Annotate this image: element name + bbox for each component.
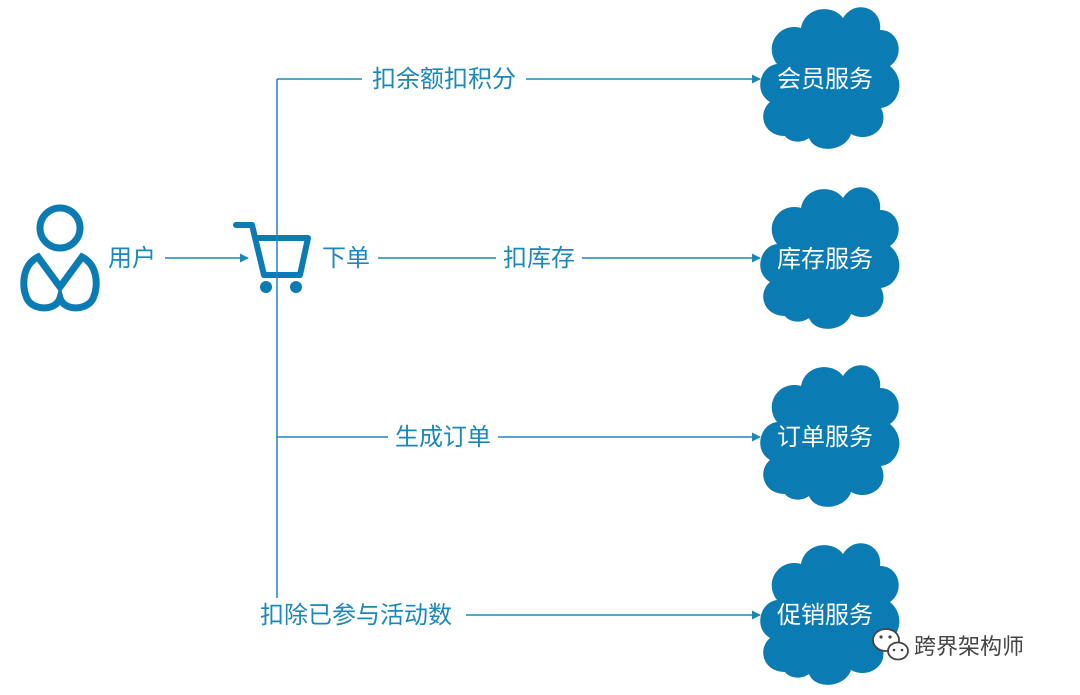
watermark-text: 跨界架构师 (914, 635, 1024, 660)
service-label: 订单服务 (777, 423, 873, 451)
actor-label: 用户 (108, 244, 156, 272)
flow-inventory: 扣库存 (378, 241, 761, 275)
label-mask (388, 420, 498, 454)
service-label: 促销服务 (777, 601, 873, 629)
service-label: 库存服务 (777, 245, 873, 273)
user-icon (20, 204, 100, 312)
label-mask (362, 62, 526, 96)
flow-promotion: 扣除已参与活动数 (246, 598, 761, 632)
wechat-icon (872, 628, 909, 661)
shopping-cart-icon (233, 222, 311, 293)
watermark: 跨界架构师 (872, 628, 1024, 661)
label-mask (246, 598, 466, 632)
service-cloud-inventory: 库存服务 (760, 187, 900, 329)
flow-member: 扣余额扣积分 (277, 62, 761, 96)
flow-action-label: 扣除已参与活动数 (260, 601, 452, 629)
service-cloud-order: 订单服务 (760, 365, 900, 507)
label-mask (496, 241, 582, 275)
service-label: 会员服务 (777, 65, 873, 93)
flow-order: 生成订单 (277, 420, 761, 454)
service-cloud-member: 会员服务 (760, 7, 900, 149)
order-label: 下单 (322, 244, 370, 272)
flow-action-label: 扣余额扣积分 (372, 65, 516, 93)
service-cloud-promotion: 促销服务 (760, 543, 900, 685)
flow-action-label: 生成订单 (395, 423, 491, 451)
flow-action-label: 扣库存 (503, 244, 575, 272)
